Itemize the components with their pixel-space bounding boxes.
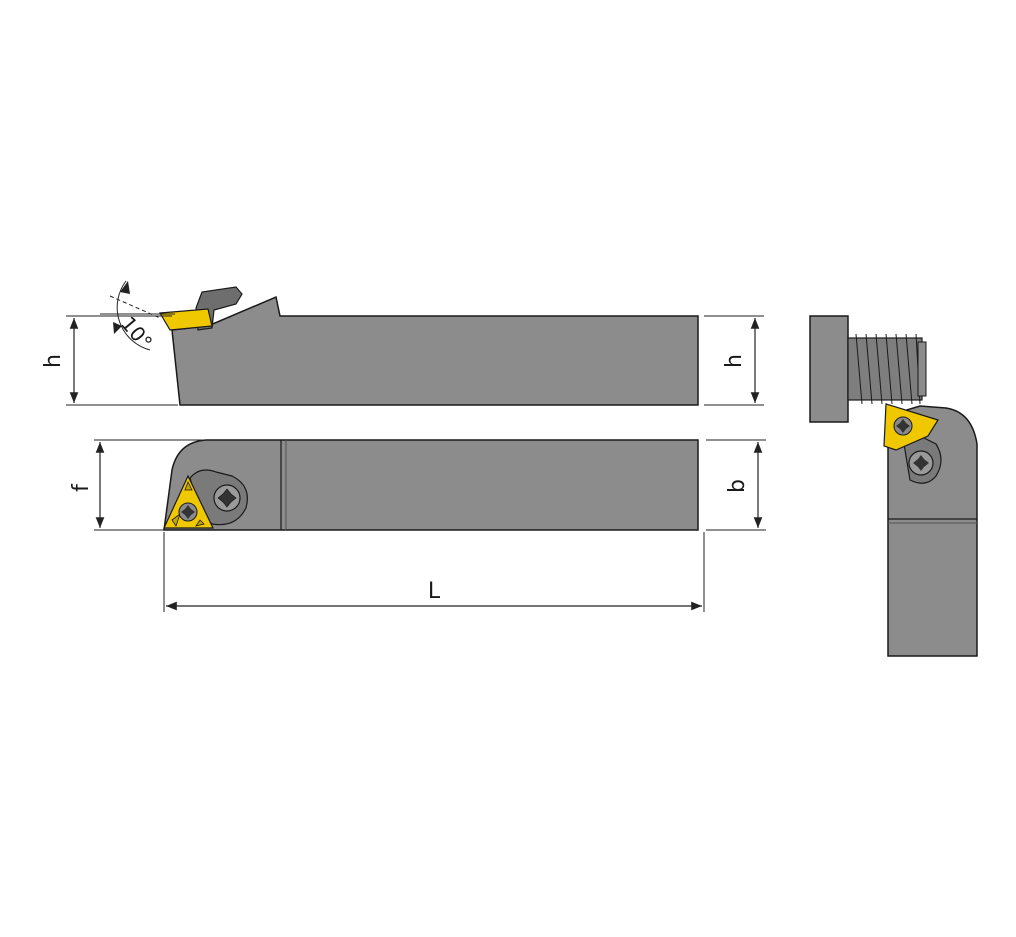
dim-L: L bbox=[428, 579, 441, 604]
angle-label: 10° bbox=[116, 312, 157, 355]
side-view-body bbox=[171, 295, 699, 406]
workpiece-chuck bbox=[809, 315, 849, 423]
insert-side bbox=[158, 308, 213, 331]
dim-f: f bbox=[69, 483, 94, 492]
dim-h-right: h bbox=[722, 354, 747, 368]
top-view-body bbox=[163, 439, 699, 531]
dim-b: b bbox=[725, 479, 750, 493]
insert-top bbox=[163, 474, 214, 529]
top-view: f b L bbox=[69, 439, 766, 612]
side-view: 10° h h bbox=[41, 280, 764, 406]
dim-h-left: h bbox=[41, 354, 66, 368]
end-view bbox=[809, 315, 978, 657]
angle-arc bbox=[116, 280, 151, 351]
